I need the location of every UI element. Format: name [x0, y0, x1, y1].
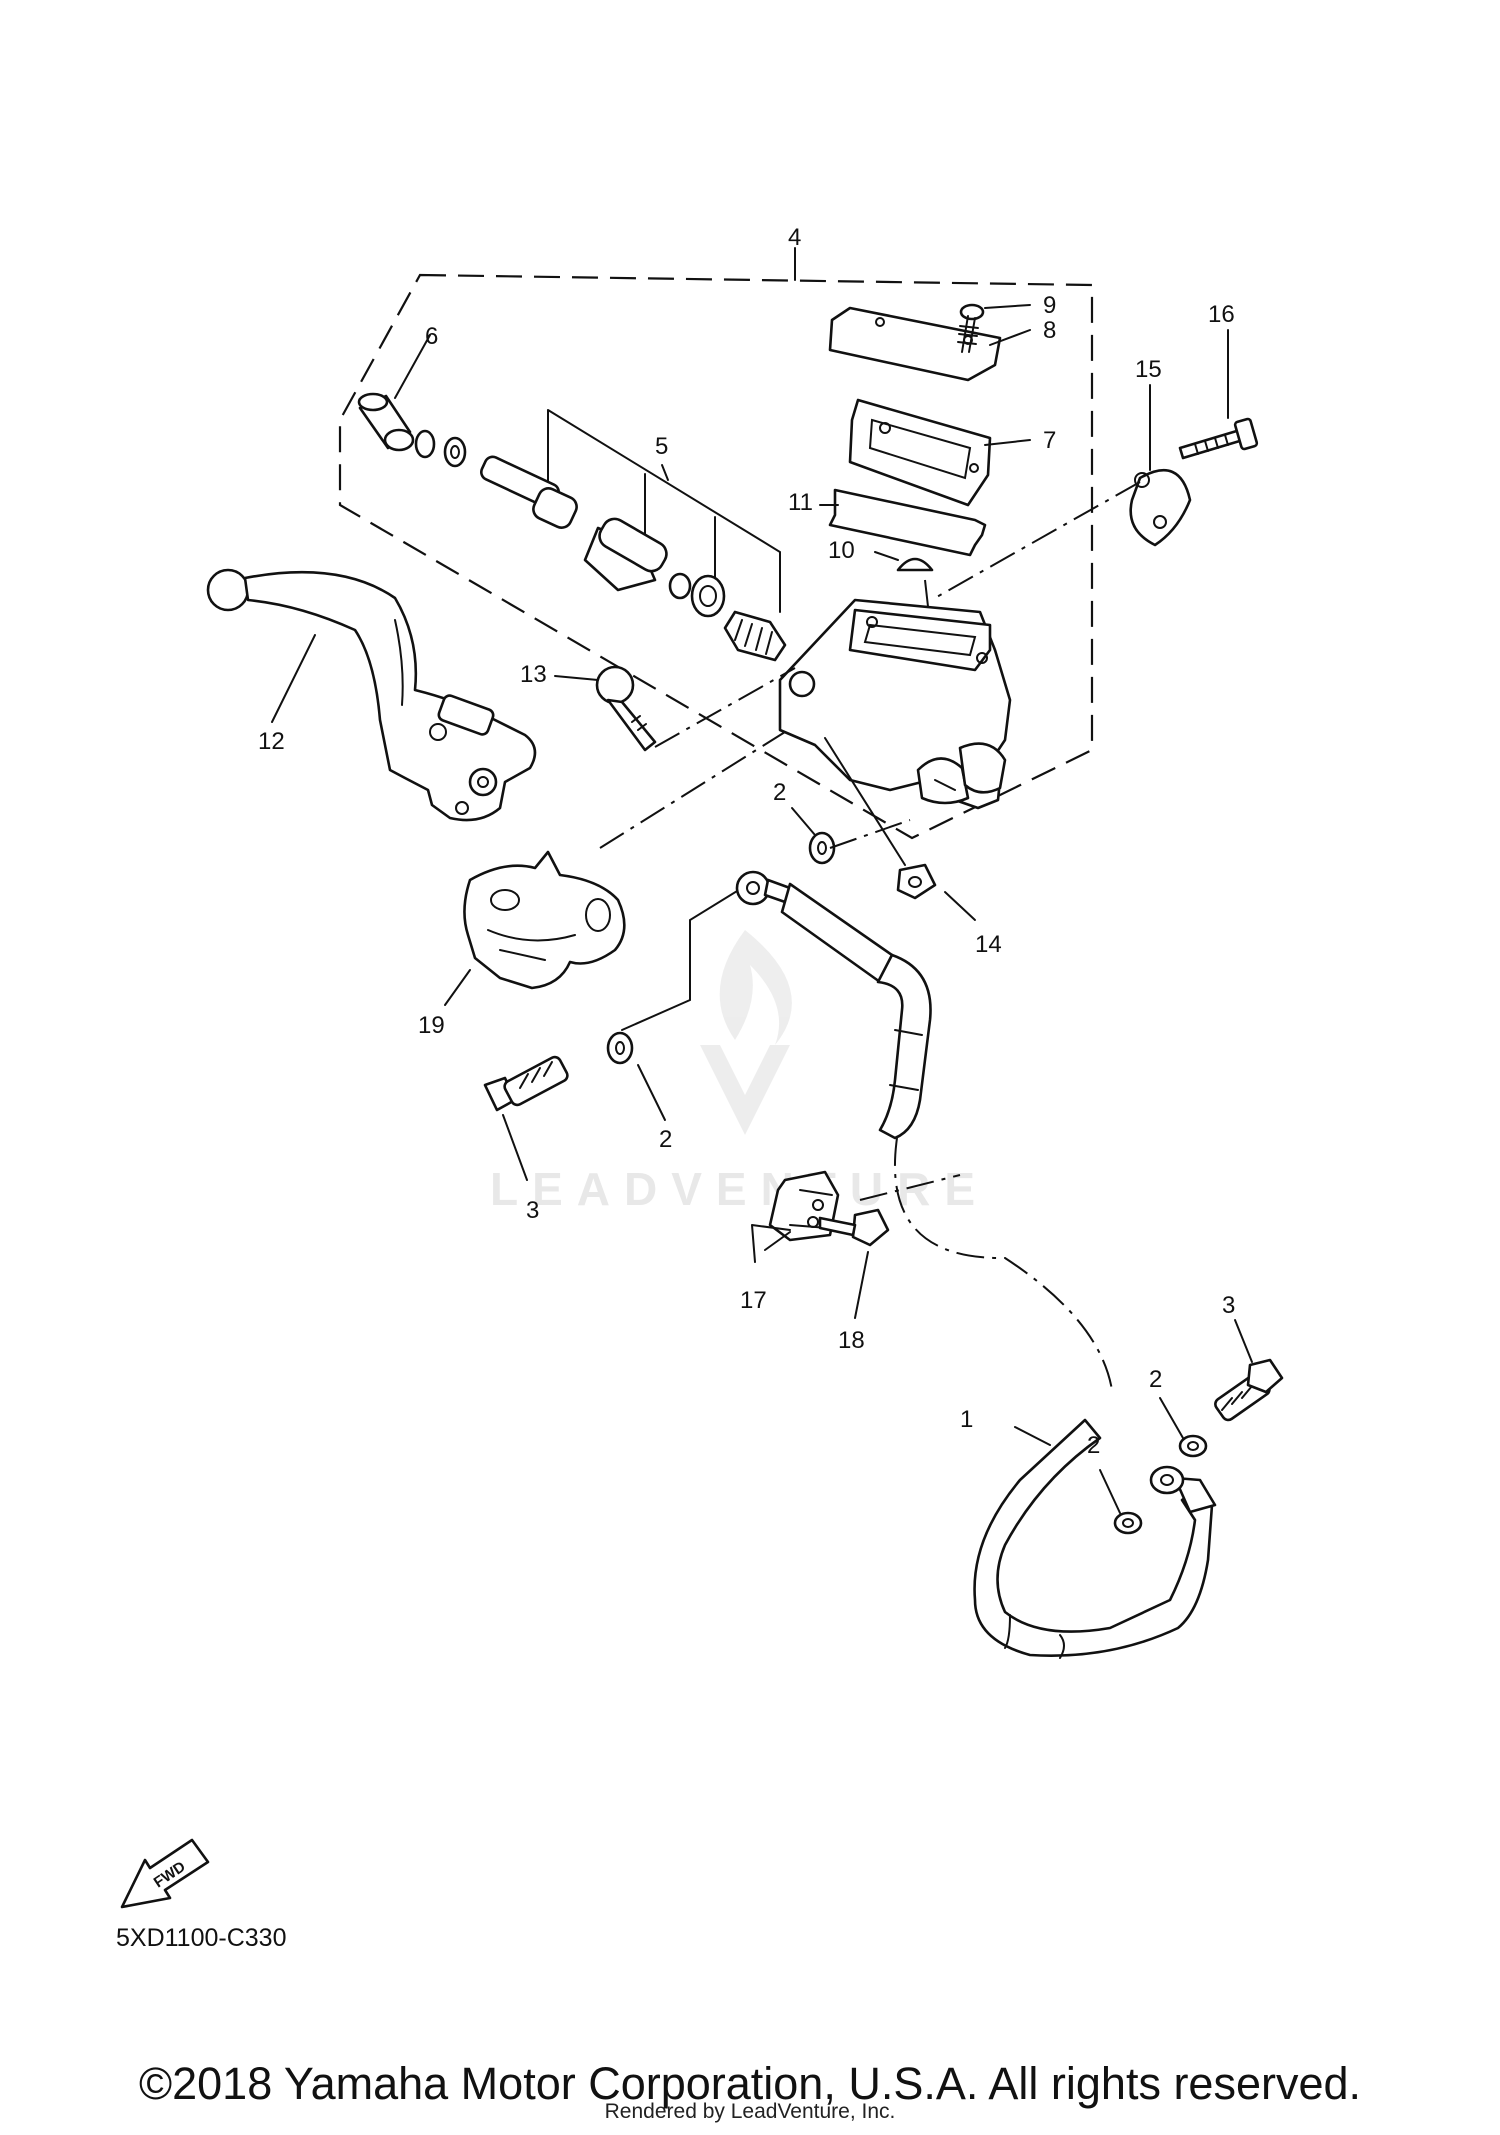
assembly-boundary — [338, 273, 1094, 840]
part-brake-hose — [973, 1418, 1217, 1659]
callout-7: 7 — [1043, 427, 1056, 454]
callout-19: 19 — [418, 1012, 445, 1039]
part-float — [896, 557, 934, 572]
callout-2: 2 — [1087, 1432, 1100, 1459]
part-hose-upper — [735, 870, 932, 1140]
part-boot — [357, 392, 467, 468]
callout-labels: 1 2 2 2 2 3 3 4 5 6 7 8 9 10 11 12 13 14… — [258, 224, 1235, 1459]
callout-2: 2 — [659, 1126, 672, 1153]
part-union-bolt-right — [1214, 1358, 1284, 1422]
part-screw — [957, 303, 985, 353]
callout-5: 5 — [655, 433, 668, 460]
callout-4: 4 — [788, 224, 801, 251]
part-piston-kit — [480, 455, 787, 662]
part-holder-bolt — [1178, 417, 1259, 460]
callout-16: 16 — [1208, 301, 1235, 328]
callout-10: 10 — [828, 537, 855, 564]
copyright-notice: ©2018 Yamaha Motor Corporation, U.S.A. A… — [138, 2058, 1362, 2109]
callout-9: 9 — [1043, 292, 1056, 319]
part-clamp-bolt — [818, 1208, 890, 1247]
callout-17: 17 — [740, 1287, 767, 1314]
part-diaphragm-holder — [848, 398, 992, 507]
callout-11: 11 — [788, 489, 813, 516]
callout-3: 3 — [1222, 1292, 1235, 1319]
part-washer-upper — [808, 831, 836, 865]
part-pivot-bolt — [595, 665, 657, 752]
watermark-text: LEADVENTURE — [490, 1163, 989, 1215]
callout-18: 18 — [838, 1327, 865, 1354]
part-washer-lower-right — [1178, 1434, 1208, 1458]
callout-6: 6 — [425, 323, 438, 350]
part-union-bolt-left — [483, 1055, 569, 1112]
part-washer-left — [606, 1031, 634, 1065]
callout-2: 2 — [1149, 1366, 1162, 1393]
part-washer-lower-left — [1113, 1511, 1143, 1535]
part-lever-bracket — [463, 850, 626, 990]
callout-8: 8 — [1043, 317, 1056, 344]
callout-14: 14 — [975, 931, 1002, 958]
part-diaphragm — [828, 488, 987, 557]
callout-12: 12 — [258, 728, 285, 755]
part-bleed-bolt — [896, 863, 937, 900]
callout-2: 2 — [773, 779, 786, 806]
part-holder — [1129, 468, 1192, 547]
callout-15: 15 — [1135, 356, 1162, 383]
fwd-arrow-icon: FWD — [120, 1838, 210, 1909]
rendered-by-credit: Rendered by LeadVenture, Inc. — [604, 2100, 896, 2123]
diagram-code: 5XD1100-C330 — [116, 1924, 287, 1952]
watermark: LEADVENTURE — [490, 930, 989, 1215]
callout-13: 13 — [520, 661, 547, 688]
callout-1: 1 — [960, 1406, 973, 1433]
callout-3: 3 — [526, 1197, 539, 1224]
part-lever — [206, 568, 537, 822]
part-master-cylinder — [778, 598, 1012, 810]
part-hose-fitting — [1149, 1465, 1185, 1495]
